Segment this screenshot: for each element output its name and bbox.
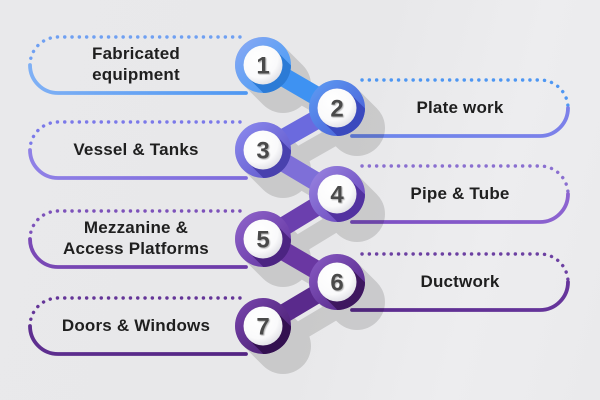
- pill-solid-border-5: [28, 237, 248, 269]
- item-label-mezzanine-access-platforms: Mezzanine & Access Platforms: [63, 218, 209, 258]
- item-label-ductwork: Ductwork: [420, 271, 500, 291]
- pill-dotted-border-6: [360, 252, 570, 284]
- pill-solid-border-7: [28, 324, 248, 356]
- item-label-plate-work: Plate work: [416, 97, 504, 117]
- item-label-fabricated-equipment: Fabricated equipment: [92, 44, 180, 84]
- pill-solid-border-1: [28, 63, 248, 95]
- step-number-3: 3: [256, 138, 269, 165]
- pill-dotted-border-3: [28, 120, 242, 152]
- pill-dotted-border-1: [28, 35, 242, 67]
- pill-solid-border-4: [350, 192, 570, 224]
- pill-borders: [28, 35, 570, 356]
- item-label-vessel-tanks: Vessel & Tanks: [73, 139, 199, 159]
- pill-solid-border-3: [28, 148, 248, 180]
- step-number-6: 6: [330, 270, 343, 297]
- step-number-5: 5: [256, 227, 269, 254]
- step-number-7: 7: [256, 314, 269, 341]
- pill-dotted-border-7: [28, 296, 242, 328]
- item-label-doors-windows: Doors & Windows: [61, 315, 211, 335]
- step-disc-6: [317, 262, 357, 302]
- step-number-1: 1: [256, 53, 269, 80]
- step-disc-7: [243, 306, 283, 346]
- step-disc-5: [243, 219, 283, 259]
- step-disc-4: [317, 174, 357, 214]
- item-label-pipe-tube: Pipe & Tube: [410, 183, 510, 203]
- step-disc-2: [317, 88, 357, 128]
- step-number-4: 4: [330, 182, 344, 209]
- pill-dotted-border-5: [28, 209, 242, 241]
- pill-dotted-border-4: [360, 164, 570, 196]
- step-disc-1: [243, 45, 283, 85]
- pill-solid-border-2: [350, 106, 570, 138]
- pill-solid-border-6: [350, 280, 570, 312]
- step-numbers: 1 2 3 4 5 6 7: [256, 53, 344, 341]
- step-number-2: 2: [330, 96, 343, 123]
- pill-dotted-border-2: [360, 78, 570, 110]
- step-disc-3: [243, 130, 283, 170]
